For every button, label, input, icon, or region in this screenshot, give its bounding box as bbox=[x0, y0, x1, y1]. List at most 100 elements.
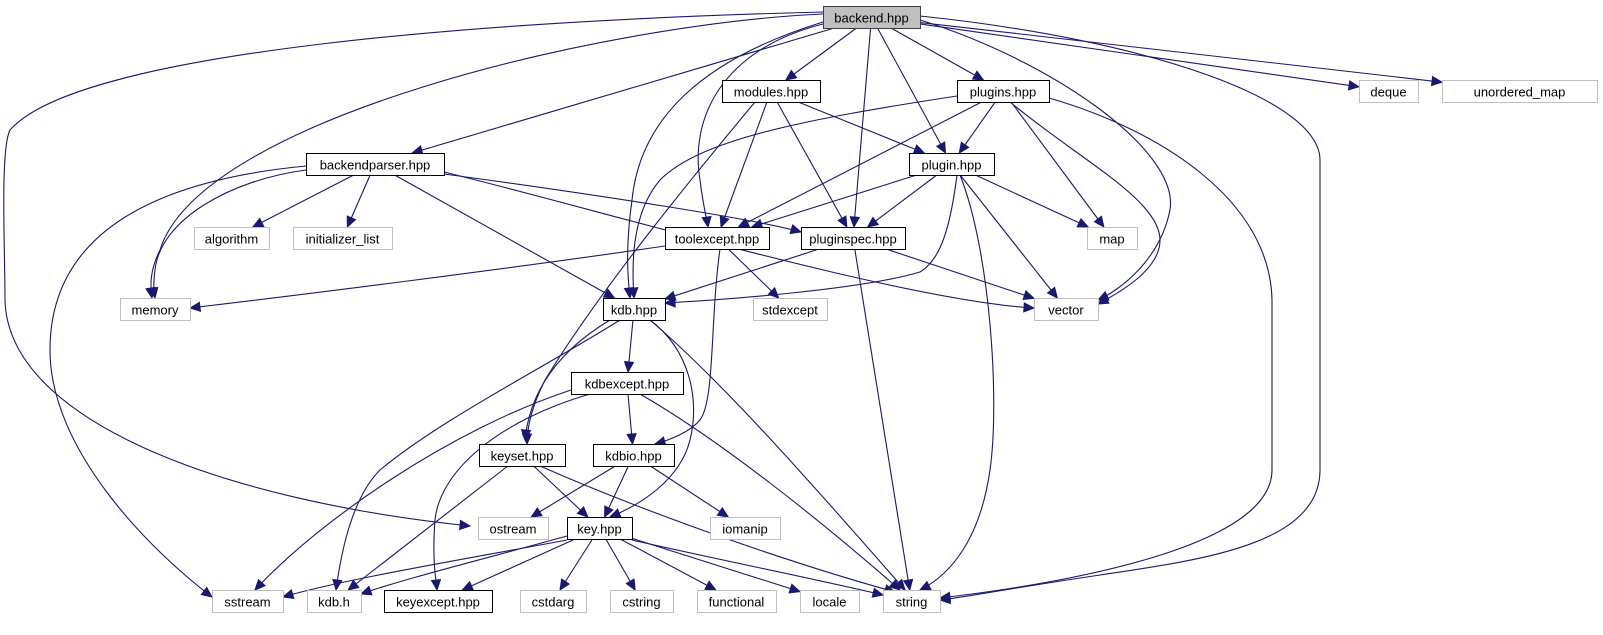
edge-line bbox=[727, 248, 780, 299]
edge-line bbox=[252, 174, 354, 228]
edge-pluginspec-kdb bbox=[663, 248, 820, 301]
arrowhead-icon bbox=[716, 506, 730, 518]
edge-key-cstring bbox=[605, 538, 636, 592]
edge-kdb-kdbexcept bbox=[623, 319, 635, 374]
node-box bbox=[697, 590, 777, 613]
arrowhead-icon bbox=[958, 141, 970, 154]
edge-line bbox=[627, 21, 824, 299]
node-label: locale bbox=[813, 595, 847, 610]
node-memory: memory bbox=[120, 298, 191, 321]
edge-line bbox=[654, 248, 721, 445]
node-label: keyset.hpp bbox=[491, 449, 554, 464]
edge-backend-unordered_map bbox=[919, 21, 1444, 87]
edge-kdb-string bbox=[649, 319, 906, 591]
edge-backend-plugins bbox=[890, 27, 985, 81]
edge-pluginspec-vector bbox=[885, 248, 1036, 301]
edge-toolexcept-stdexcept bbox=[727, 248, 780, 299]
edge-plugin-toolexcept bbox=[750, 174, 917, 229]
edge-line bbox=[738, 101, 982, 228]
arrowhead-icon bbox=[332, 578, 343, 592]
node-box bbox=[520, 590, 587, 613]
edge-line bbox=[524, 319, 611, 441]
arrowhead-icon bbox=[359, 585, 373, 596]
node-key[interactable]: key.hpp bbox=[567, 517, 633, 540]
arrowhead-icon bbox=[1096, 294, 1110, 305]
node-label: key.hpp bbox=[577, 522, 622, 537]
node-toolexcept[interactable]: toolexcept.hpp bbox=[665, 227, 770, 250]
edge-line bbox=[533, 465, 589, 518]
node-box bbox=[479, 444, 566, 467]
node-label: initializer_list bbox=[306, 232, 380, 247]
edge-kdbio-ostream bbox=[530, 465, 616, 518]
edge-plugin-pluginspec bbox=[866, 174, 938, 228]
edge-plugin-string bbox=[918, 174, 995, 591]
arrowhead-icon bbox=[281, 588, 295, 600]
edge-line bbox=[664, 174, 958, 304]
arrowhead-icon bbox=[871, 587, 885, 598]
arrowhead-icon bbox=[530, 507, 543, 518]
node-plugins[interactable]: plugins.hpp bbox=[957, 80, 1050, 103]
edge-line bbox=[919, 23, 1360, 88]
node-cstring: cstring bbox=[610, 590, 674, 613]
node-box bbox=[883, 590, 941, 613]
arrowhead-icon bbox=[602, 288, 616, 299]
edge-line bbox=[347, 465, 509, 591]
node-keyexcept[interactable]: keyexcept.hpp bbox=[384, 590, 493, 613]
node-keyset[interactable]: keyset.hpp bbox=[479, 444, 566, 467]
node-box bbox=[610, 590, 674, 613]
node-label: map bbox=[1099, 232, 1124, 247]
edge-modules-toolexcept bbox=[719, 101, 768, 229]
node-algorithm: algorithm bbox=[194, 227, 270, 250]
node-kdbh: kdb.h bbox=[307, 590, 362, 613]
node-label: kdb.hpp bbox=[611, 303, 657, 318]
arrowhead-icon bbox=[576, 505, 589, 518]
node-pluginspec[interactable]: pluginspec.hpp bbox=[801, 227, 906, 250]
edge-line bbox=[631, 539, 884, 596]
node-backend[interactable]: backend.hpp bbox=[823, 6, 921, 29]
node-kdbexcept[interactable]: kdbexcept.hpp bbox=[571, 372, 684, 395]
edge-plugins-kdb bbox=[627, 95, 958, 300]
edge-kdb-keyset bbox=[520, 319, 611, 442]
node-box bbox=[753, 298, 828, 321]
edge-backendparser-sstream bbox=[49, 165, 307, 598]
node-box bbox=[710, 517, 781, 540]
node-backendparser[interactable]: backendparser.hpp bbox=[306, 153, 445, 176]
node-label: deque bbox=[1370, 85, 1406, 100]
arrowhead-icon bbox=[625, 578, 636, 592]
node-functional: functional bbox=[697, 590, 777, 613]
edge-line bbox=[776, 101, 848, 228]
arrowhead-icon bbox=[559, 578, 571, 592]
edge-keyset-kdbh bbox=[347, 465, 509, 591]
node-kdbio[interactable]: kdbio.hpp bbox=[593, 444, 675, 467]
edge-line bbox=[150, 13, 824, 299]
arrowhead-icon bbox=[520, 429, 532, 442]
edge-backend-string bbox=[919, 15, 1321, 605]
edge-key-functional bbox=[619, 538, 717, 591]
edge-backend-plugin bbox=[877, 27, 947, 155]
edge-kdb-kdbh bbox=[332, 319, 621, 592]
node-kdb[interactable]: kdb.hpp bbox=[603, 298, 666, 321]
edge-line bbox=[664, 248, 820, 300]
node-label: pluginspec.hpp bbox=[809, 232, 896, 247]
node-modules[interactable]: modules.hpp bbox=[722, 80, 821, 103]
edge-line bbox=[751, 174, 917, 228]
node-box bbox=[478, 517, 549, 540]
node-vector: vector bbox=[1034, 298, 1099, 321]
arrowhead-icon bbox=[918, 580, 932, 591]
node-plugin[interactable]: plugin.hpp bbox=[909, 153, 995, 176]
edge-backend-ostream bbox=[3, 11, 824, 531]
edge-plugins-vector bbox=[1009, 101, 1161, 305]
edge-line bbox=[697, 23, 824, 228]
edge-line bbox=[443, 173, 802, 233]
edge-line bbox=[959, 174, 1058, 299]
node-box bbox=[603, 298, 666, 321]
edge-line bbox=[282, 539, 568, 598]
arrowhead-icon bbox=[789, 223, 803, 235]
edge-backendparser-pluginspec bbox=[443, 173, 803, 235]
edge-key-kdbh bbox=[359, 535, 568, 596]
arrowhead-icon bbox=[1076, 217, 1090, 228]
edge-line bbox=[919, 21, 1443, 83]
arrowhead-icon bbox=[719, 215, 730, 229]
edge-key-keyexcept bbox=[461, 538, 576, 591]
